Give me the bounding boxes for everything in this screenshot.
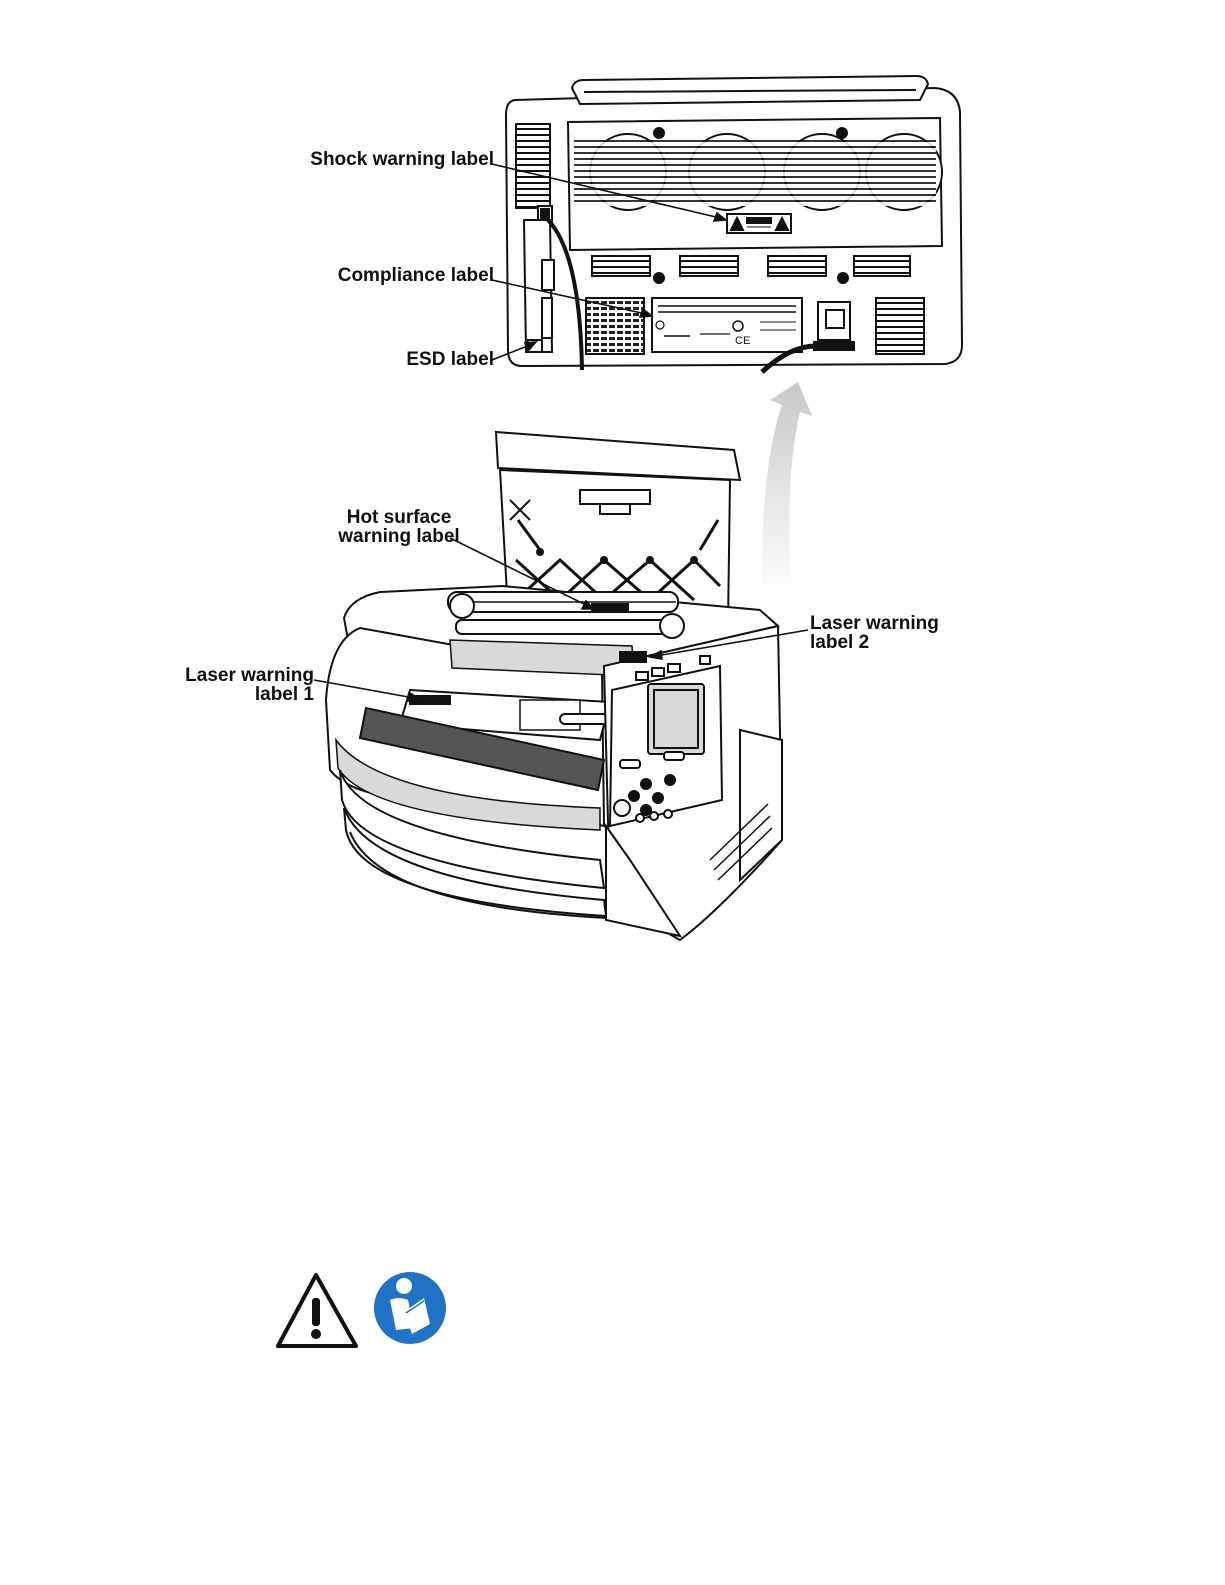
laser-label-2-line1: Laser warning bbox=[810, 614, 960, 633]
flip-arrow bbox=[762, 382, 812, 596]
laser-label-2-line2: label 2 bbox=[810, 633, 960, 652]
laser-warning-label-1-callout: Laser warning label 1 bbox=[168, 666, 314, 704]
warning-triangle-icon bbox=[278, 1275, 356, 1346]
laser-label-1-line2: label 1 bbox=[168, 685, 314, 704]
compliance-label-text: Compliance label bbox=[338, 265, 494, 286]
printer-rear-view: CE bbox=[506, 76, 962, 372]
laser-warning-label-2-callout: Laser warning label 2 bbox=[810, 614, 960, 652]
hot-surface-label-line2: warning label bbox=[324, 527, 474, 546]
hot-surface-label-line1: Hot surface bbox=[324, 508, 474, 527]
compliance-label-callout: Compliance label bbox=[316, 266, 494, 285]
svg-text:CE: CE bbox=[735, 335, 750, 347]
esd-label-callout: ESD label bbox=[384, 350, 494, 369]
shock-warning-label-callout: Shock warning label bbox=[296, 150, 494, 169]
hot-surface-warning-label-callout: Hot surface warning label bbox=[324, 508, 474, 546]
laser-label-1-line1: Laser warning bbox=[168, 666, 314, 685]
shock-warning-label-text: Shock warning label bbox=[310, 149, 494, 170]
esd-label-text: ESD label bbox=[406, 349, 494, 370]
read-manual-icon bbox=[374, 1272, 446, 1344]
